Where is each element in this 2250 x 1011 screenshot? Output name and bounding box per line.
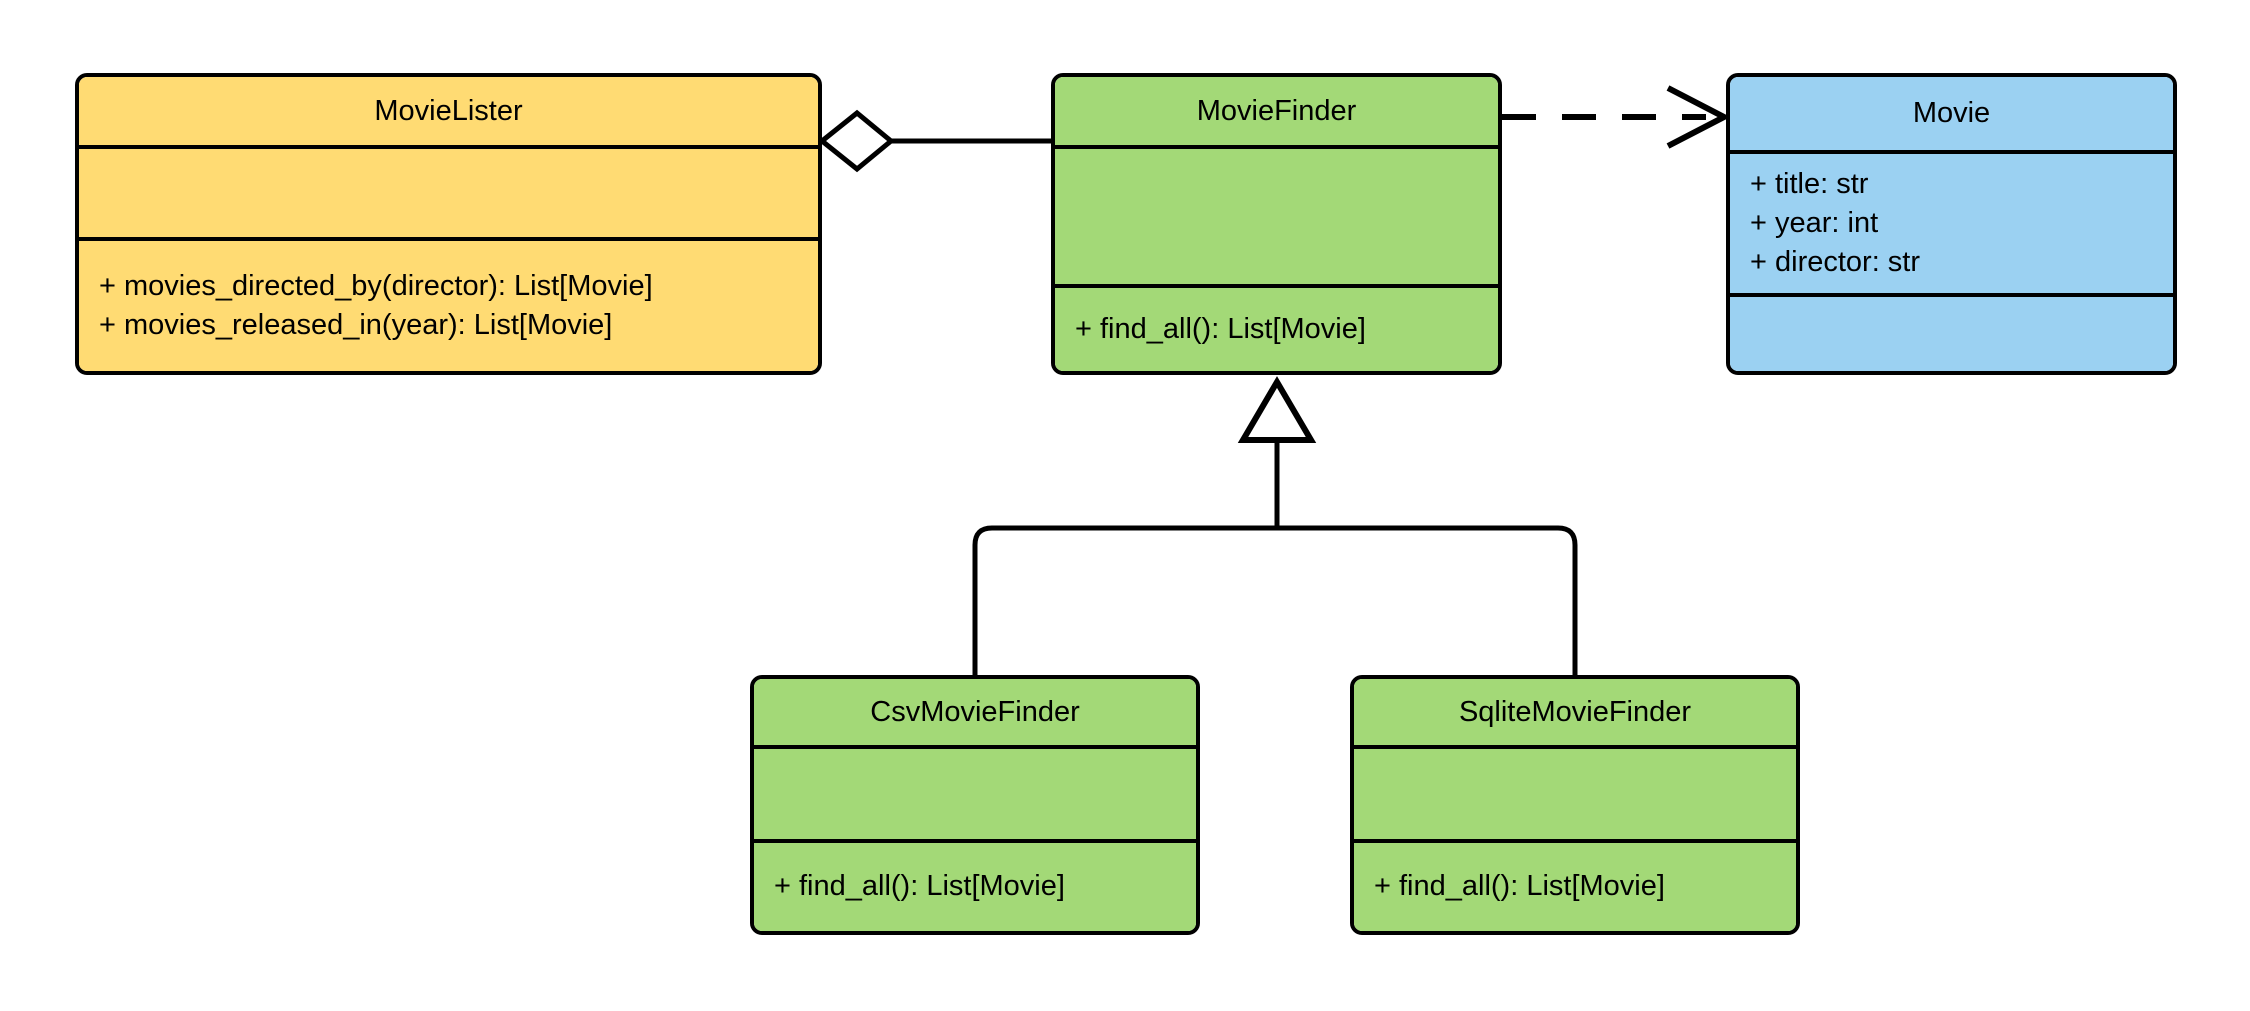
methods-compartment-movie-lister: + movies_directed_by(director): List[Mov… — [79, 237, 818, 371]
method-item: + movies_released_in(year): List[Movie] — [99, 309, 613, 341]
edge-dependency-moviefinder-movie — [1502, 85, 1731, 149]
class-box-sqlite-movie-finder[interactable]: SqliteMovieFinder + find_all(): List[Mov… — [1350, 675, 1800, 935]
class-box-csv-movie-finder[interactable]: CsvMovieFinder + find_all(): List[Movie] — [750, 675, 1200, 935]
attributes-compartment-movie-finder — [1055, 145, 1498, 284]
class-box-movie[interactable]: Movie + title: str + year: int + directo… — [1726, 73, 2177, 375]
open-arrow-marker — [1666, 85, 1731, 149]
attribute-item: + year: int — [1750, 206, 1879, 239]
method-item: + find_all(): List[Movie] — [774, 870, 1065, 903]
class-name-compartment-csv-movie-finder: CsvMovieFinder — [754, 679, 1196, 745]
method-item: + find_all(): List[Movie] — [1374, 870, 1665, 903]
hollow-triangle-marker — [1237, 376, 1317, 443]
attribute-item: + director: str — [1750, 246, 1921, 279]
method-list-movie-finder: + find_all(): List[Movie] — [1055, 310, 1498, 349]
method-item: + find_all(): List[Movie] — [1075, 312, 1366, 345]
class-title-csv-movie-finder: CsvMovieFinder — [870, 695, 1080, 728]
methods-compartment-movie-finder: + find_all(): List[Movie] — [1055, 284, 1498, 371]
class-title-movie-lister: MovieLister — [374, 94, 523, 127]
class-box-movie-lister[interactable]: MovieLister + movies_directed_by(directo… — [75, 73, 822, 375]
hollow-diamond-marker — [817, 109, 895, 173]
methods-compartment-csv-movie-finder: + find_all(): List[Movie] — [754, 839, 1196, 931]
class-box-movie-finder[interactable]: MovieFinder + find_all(): List[Movie] — [1051, 73, 1502, 375]
attributes-compartment-sqlite-movie-finder — [1354, 745, 1796, 839]
generalization-branch-csv — [972, 525, 1277, 675]
class-name-compartment-movie: Movie — [1730, 77, 2173, 150]
attributes-compartment-movie-lister — [79, 145, 818, 237]
attributes-compartment-csv-movie-finder — [754, 745, 1196, 839]
generalization-branch-sqlite — [1277, 525, 1578, 675]
class-name-compartment-movie-lister: MovieLister — [79, 77, 818, 145]
method-item: + movies_directed_by(director): List[Mov… — [99, 269, 653, 302]
class-title-movie: Movie — [1912, 97, 1991, 130]
methods-compartment-sqlite-movie-finder: + find_all(): List[Movie] — [1354, 839, 1796, 931]
method-list-sqlite-movie-finder: + find_all(): List[Movie] — [1354, 867, 1796, 906]
edge-generalization-subclasses-moviefinder — [972, 376, 1578, 675]
attributes-compartment-movie: + title: str + year: int + director: str — [1730, 150, 2173, 293]
methods-compartment-movie — [1730, 293, 2173, 371]
method-list-movie-lister: + movies_directed_by(director): List[Mov… — [79, 267, 818, 345]
edge-aggregation-movielister-moviefinder — [817, 109, 1051, 173]
class-name-compartment-movie-finder: MovieFinder — [1055, 77, 1498, 145]
method-list-csv-movie-finder: + find_all(): List[Movie] — [754, 867, 1196, 906]
class-title-movie-finder: MovieFinder — [1196, 94, 1357, 127]
class-title-sqlite-movie-finder: SqliteMovieFinder — [1458, 695, 1692, 728]
class-name-compartment-sqlite-movie-finder: SqliteMovieFinder — [1354, 679, 1796, 745]
attribute-list-movie: + title: str + year: int + director: str — [1730, 165, 2173, 282]
attribute-item: + title: str — [1750, 167, 1869, 200]
